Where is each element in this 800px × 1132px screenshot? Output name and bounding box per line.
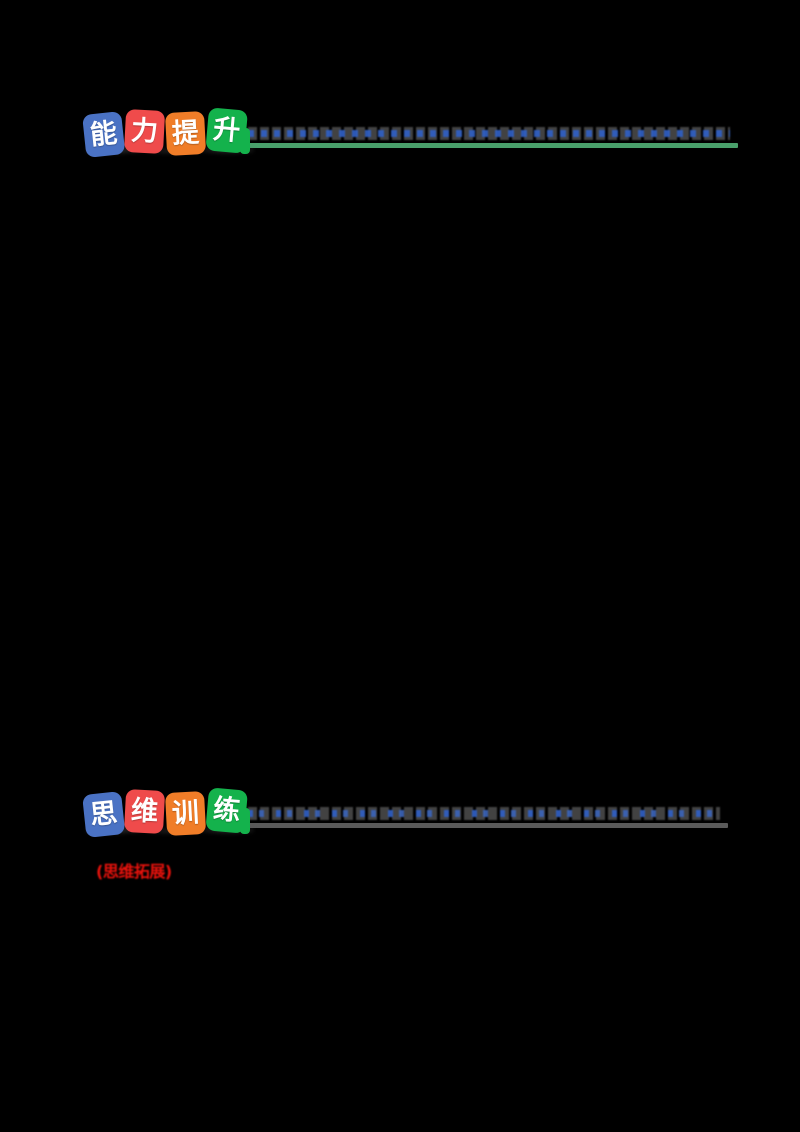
tile-thinking-3: 训 [164,791,207,836]
ability-body-content [84,170,730,760]
tile-thinking-1: 思 [82,791,126,838]
tile-ability-1: 能 [82,111,126,158]
thinking-body-content [84,900,730,1090]
tile-thinking-4: 练 [205,787,248,834]
ability-header-rule-wrap [240,127,738,154]
tile-ability-4: 升 [205,107,248,154]
thinking-header-rule-wrap [240,807,728,834]
tile-group-ability: 能 力 提 升 [82,92,254,158]
tile-thinking-2: 维 [123,789,166,834]
ability-header-divider [248,143,738,148]
thinking-header-divider [248,823,728,828]
thinking-header-blurred-text [248,807,720,820]
tile-ability-3: 提 [164,111,207,156]
tile-group-thinking: 思 维 训 练 [82,772,254,838]
ability-header-blurred-text [248,127,730,140]
tile-ability-2: 力 [123,109,166,154]
thinking-red-note: (思维拓展) [96,862,172,881]
section-header-ability: 能 力 提 升 [82,92,738,158]
section-header-thinking: 思 维 训 练 [82,772,728,838]
